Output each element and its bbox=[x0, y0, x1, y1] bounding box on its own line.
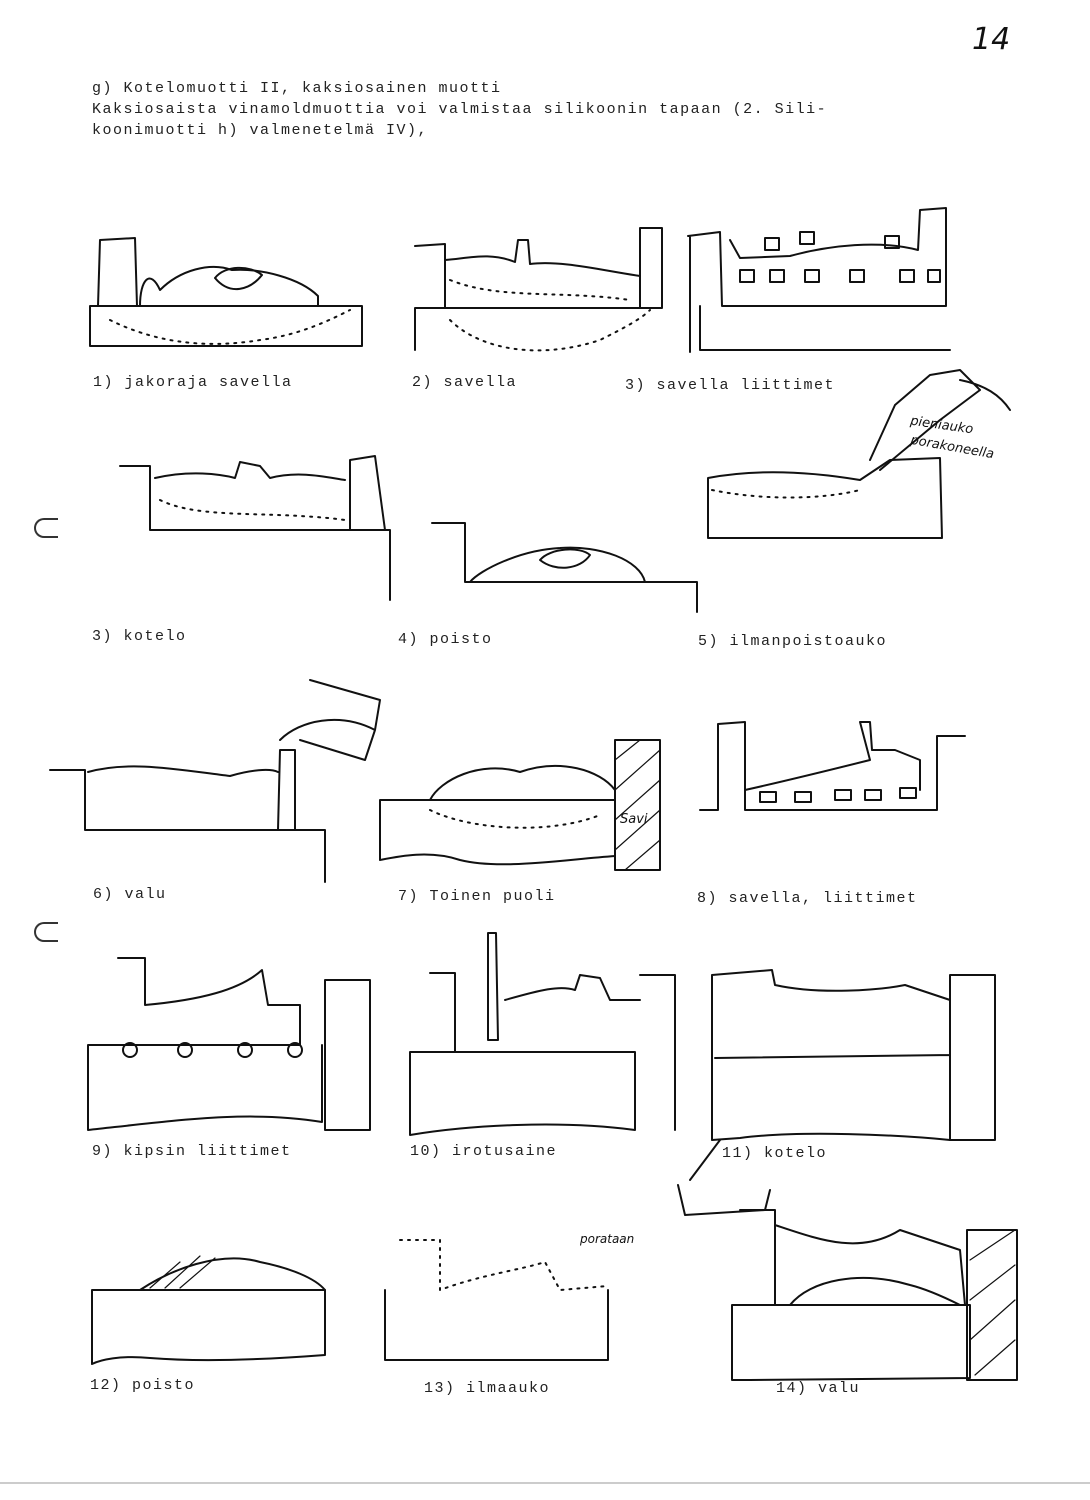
caption-2: 2) savella bbox=[412, 374, 518, 391]
sketch-2 bbox=[414, 227, 663, 352]
sketch-3-kotelo bbox=[119, 455, 391, 601]
caption-8: 8) savella, liittimet bbox=[697, 890, 918, 907]
sketch-6-valu bbox=[49, 679, 381, 883]
caption-4: 4) poisto bbox=[398, 631, 493, 648]
caption-11: 11) kotelo bbox=[722, 1145, 828, 1162]
caption-5: 5) ilmanpoistoauko bbox=[698, 633, 888, 650]
page-number: 14 bbox=[972, 22, 1011, 57]
sketch-5 bbox=[707, 369, 1011, 539]
binder-hole bbox=[34, 922, 58, 942]
caption-14: 14) valu bbox=[776, 1380, 861, 1397]
sketch-14-valu bbox=[677, 1139, 1018, 1381]
caption-13: 13) ilmaauko bbox=[424, 1380, 551, 1397]
sketch-8 bbox=[699, 721, 966, 811]
caption-3: 3) savella liittimet bbox=[625, 377, 836, 394]
caption-7: 7) Toinen puoli bbox=[398, 888, 556, 905]
binder-hole bbox=[34, 518, 58, 538]
drill-note-3: porataan bbox=[580, 1232, 635, 1246]
sketch-12-poisto bbox=[91, 1255, 326, 1365]
sketch-9 bbox=[87, 957, 371, 1131]
intro-text-line-1: Kaksiosaista vinamoldmuottia voi valmist… bbox=[92, 101, 828, 118]
caption-10: 10) irotusaine bbox=[410, 1143, 558, 1160]
sketch-11-kotelo bbox=[711, 969, 996, 1141]
section-heading: g) Kotelomuotti II, kaksiosainen muotti bbox=[92, 80, 502, 97]
sketch-10 bbox=[409, 932, 676, 1136]
sketch-7-toinen-puoli bbox=[379, 739, 661, 871]
caption-6: 6) valu bbox=[93, 886, 167, 903]
sketch-4-poisto bbox=[431, 522, 698, 613]
page-edge bbox=[0, 1482, 1090, 1484]
caption-9: 9) kipsin liittimet bbox=[92, 1143, 292, 1160]
sketch-3 bbox=[687, 207, 951, 353]
sketch-1 bbox=[89, 237, 363, 347]
intro-text-line-2: koonimuotti h) valmenetelmä IV), bbox=[92, 122, 429, 139]
caption-12: 12) poisto bbox=[90, 1377, 196, 1394]
caption-3-kotelo: 3) kotelo bbox=[92, 628, 187, 645]
sketch-13 bbox=[384, 1239, 609, 1361]
caption-1: 1) jakoraja savella bbox=[93, 374, 293, 391]
clay-label: Savi bbox=[620, 812, 648, 827]
